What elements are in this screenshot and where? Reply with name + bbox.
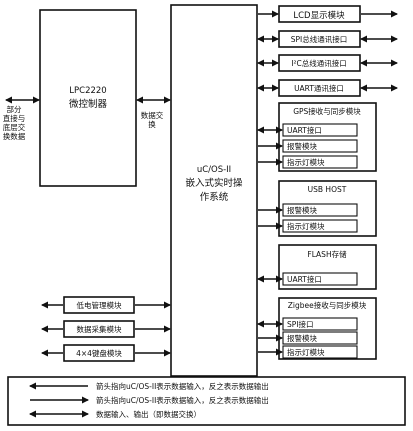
data-acquisition-module: 数据采集模块 (41, 320, 171, 338)
os-name: uC/OS-II (197, 165, 231, 175)
left-label-line1: 部分 (7, 104, 22, 114)
gps-alarm-label: 报警模块 (287, 141, 317, 151)
gps-led-label: 指示灯模块 (287, 157, 325, 167)
legend-item-bidirectional-arrow: 数据输入、输出（即数据交换） (29, 409, 201, 419)
zigbee-title: Zigbee接收与同步模块 (288, 300, 367, 310)
uart-module: UART通讯接口 (257, 79, 398, 97)
exchange-label-line1: 数据交 (141, 110, 164, 120)
legend-text-1: 箭头指向uC/OS-II表示数据输入，反之表示数据输出 (96, 381, 269, 391)
zigbee-led-label: 指示灯模块 (287, 347, 325, 357)
usb-host-module: USB HOST 报警模块 指示灯模块 (258, 180, 377, 237)
flash-uart-label: UART接口 (287, 274, 322, 284)
legend-item-output-arrow: 箭头指向uC/OS-II表示数据输入，反之表示数据输出 (30, 395, 269, 405)
mcu-name: 微控制器 (69, 98, 108, 110)
i2c-label: I²C总线通讯接口 (291, 58, 346, 68)
gps-title: GPS接收与同步模块 (293, 106, 361, 116)
legend-text-3: 数据输入、输出（即数据交换） (96, 409, 201, 419)
zigbee-module: Zigbee接收与同步模块 SPI接口 报警模块 指示灯模块 (257, 297, 377, 360)
legend-text-2: 箭头指向uC/OS-II表示数据输入，反之表示数据输出 (96, 395, 269, 405)
os-block: uC/OS-II 嵌入式实时操 作系统 (170, 4, 258, 377)
lcd-label: LCD显示模块 (293, 10, 345, 21)
i2c-module: I²C总线通讯接口 (257, 54, 398, 72)
left-side-label: 部分 直接与 底层交 换数据 (3, 104, 26, 141)
spi-module: SPI总线通讯接口 (257, 30, 398, 48)
low-power-module: 低电管理模块 (41, 296, 171, 314)
spi-label: SPI总线通讯接口 (291, 34, 348, 44)
gps-module: GPS接收与同步模块 UART接口 报警模块 指示灯模块 (257, 102, 377, 172)
gps-uart-label: UART接口 (287, 125, 322, 135)
mcu-os-exchange-arrow: 数据交 换 (136, 96, 171, 129)
flash-title: FLASH存储 (307, 249, 347, 259)
left-label-line4: 换数据 (3, 131, 26, 141)
os-desc-line1: 嵌入式实时操 (185, 177, 243, 189)
flash-module: FLASH存储 UART接口 (257, 244, 377, 290)
usb-title: USB HOST (308, 185, 347, 194)
os-desc-line2: 作系统 (200, 191, 229, 203)
left-label-line3: 底层交 (3, 122, 26, 132)
left-label-line2: 直接与 (3, 113, 26, 123)
legend: 箭头指向uC/OS-II表示数据输入，反之表示数据输出 箭头指向uC/OS-II… (7, 376, 406, 426)
lcd-module: LCD显示模块 (258, 5, 398, 23)
usb-alarm-label: 报警模块 (287, 205, 317, 215)
legend-item-input-arrow: 箭头指向uC/OS-II表示数据输入，反之表示数据输出 (29, 381, 269, 391)
zigbee-alarm-label: 报警模块 (287, 333, 317, 343)
keyboard-module: 4×4键盘模块 (41, 344, 171, 362)
keyboard-label: 4×4键盘模块 (76, 348, 122, 358)
low-power-label: 低电管理模块 (77, 300, 122, 310)
mcu-block: LPC2220 微控制器 (39, 9, 137, 187)
data-acquisition-label: 数据采集模块 (77, 324, 122, 334)
exchange-label-line2: 换 (148, 119, 156, 129)
mcu-model: LPC2220 (69, 86, 106, 96)
zigbee-spi-label: SPI接口 (287, 319, 314, 329)
uart-label: UART通讯接口 (294, 83, 344, 93)
usb-led-label: 指示灯模块 (287, 221, 325, 231)
